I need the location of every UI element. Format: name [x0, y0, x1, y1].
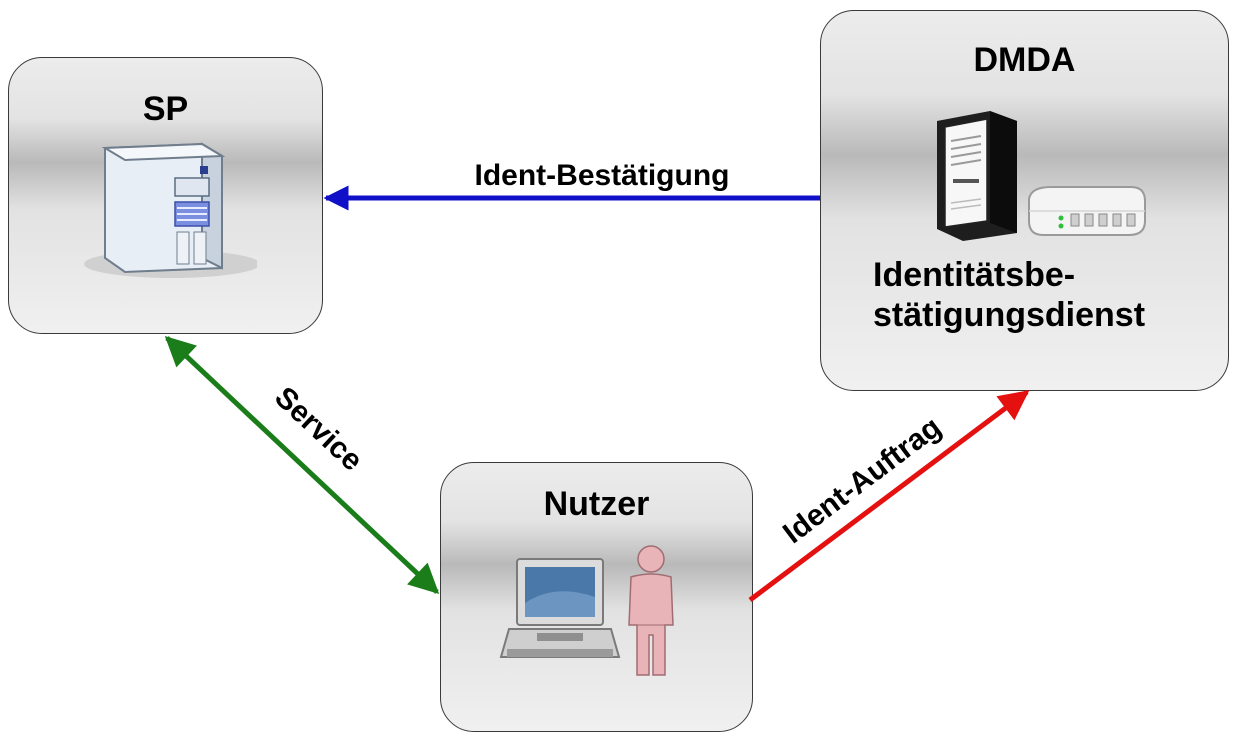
person-icon — [628, 545, 674, 676]
service-arrow — [164, 335, 440, 595]
order-label: Ident-Auftrag — [777, 411, 947, 551]
confirmation-label: Ident-Bestätigung — [475, 159, 730, 192]
server-icon — [84, 142, 257, 278]
node-nutzer-title: Nutzer — [543, 485, 650, 523]
node-nutzer: Nutzer — [440, 462, 753, 732]
service-label: Service — [268, 381, 369, 478]
node-dmda: DMDA Identitätsbe- stätigungsdienst — [820, 10, 1229, 391]
node-sp: SP — [8, 57, 323, 334]
dmda-service-line2: stätigungsdienst — [873, 296, 1146, 334]
laptop-icon — [499, 558, 621, 658]
node-dmda-title: DMDA — [973, 41, 1076, 79]
router-icon — [1028, 186, 1146, 236]
order-arrow — [748, 390, 1030, 602]
node-sp-title: SP — [142, 90, 189, 128]
dmda-service-line1: Identitätsbe- — [873, 256, 1076, 294]
tower-server-icon — [937, 111, 1017, 241]
